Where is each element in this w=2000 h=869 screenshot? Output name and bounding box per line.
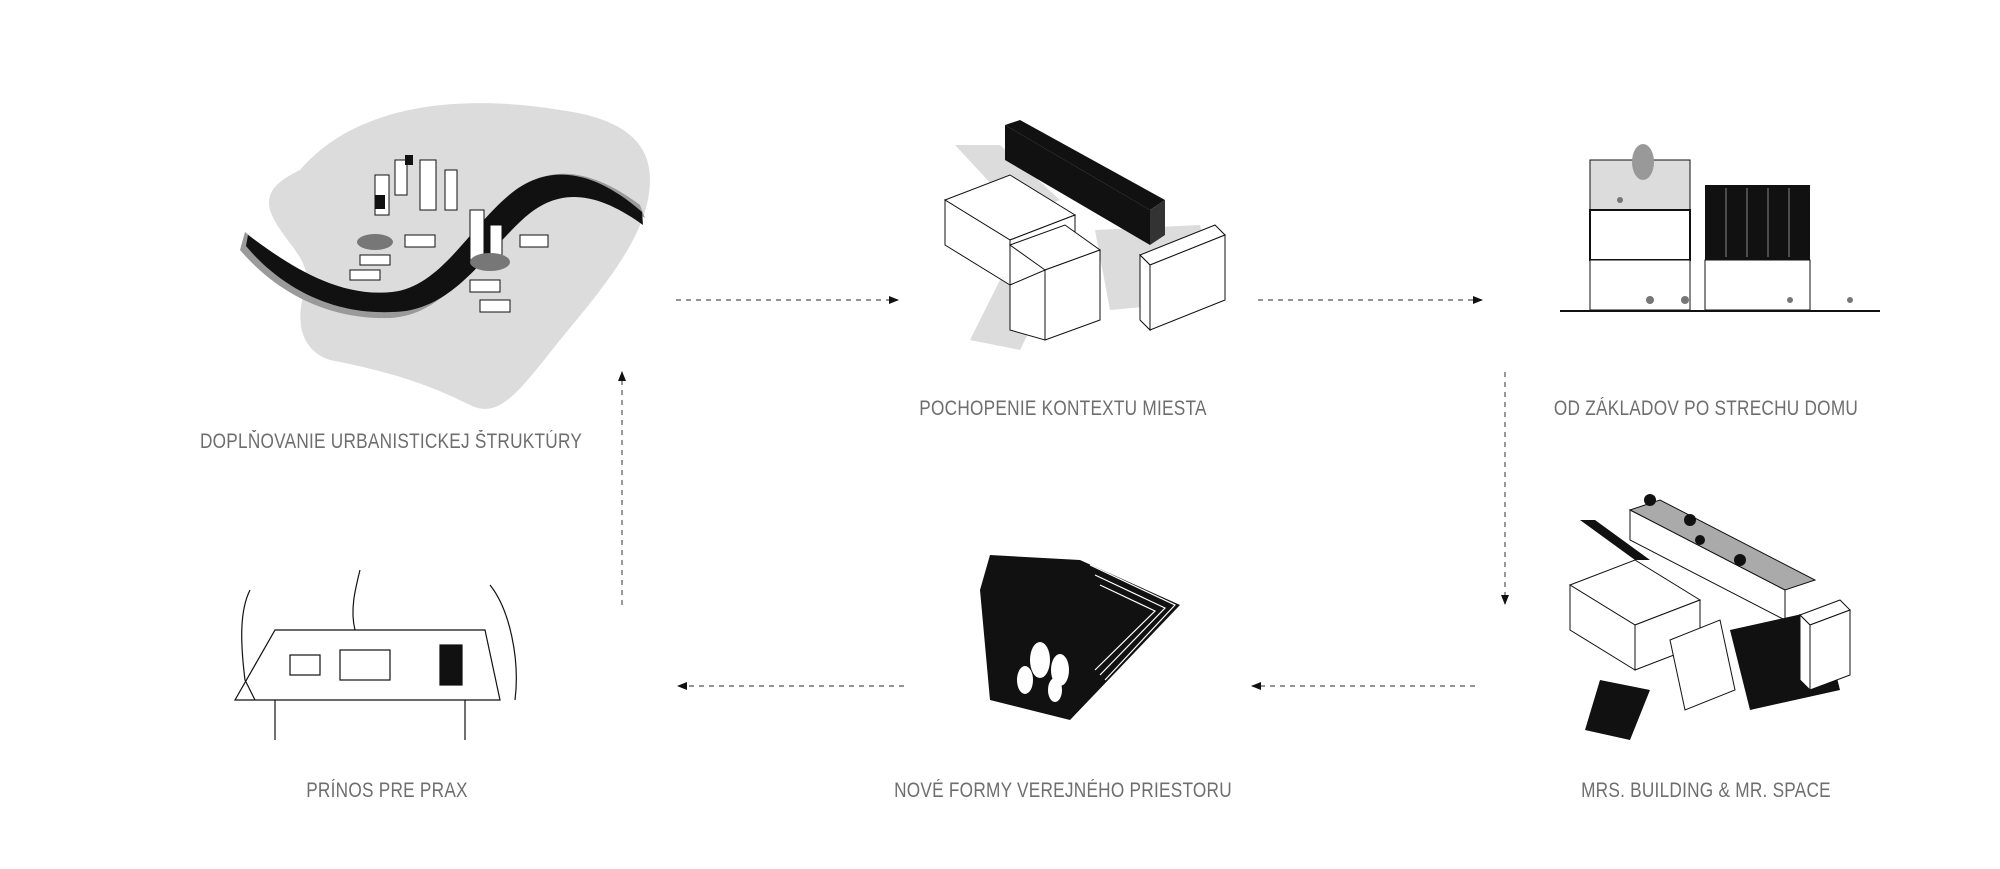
caption-public: NOVÉ FORMY VEREJNÉHO PRIESTORU bbox=[894, 779, 1232, 802]
building-space-illustration bbox=[1568, 494, 1851, 740]
caption-section: OD ZÁKLADOV PO STRECHU DOMU bbox=[1553, 397, 1859, 420]
urban-structure-illustration bbox=[240, 103, 650, 409]
site-context-illustration bbox=[943, 120, 1226, 350]
caption-context: POCHOPENIE KONTEXTU MIESTA bbox=[919, 397, 1207, 420]
building-section-illustration bbox=[1560, 144, 1880, 312]
caption-urban: DOPLŇOVANIE URBANISTICKEJ ŠTRUKTÚRY bbox=[199, 430, 583, 453]
caption-practice: PRÍNOS PRE PRAX bbox=[306, 779, 468, 802]
flow-arrows bbox=[618, 296, 1509, 690]
caption-building: MRS. BUILDING & MR. SPACE bbox=[1581, 779, 1831, 802]
public-space-illustration bbox=[980, 555, 1180, 720]
practice-workshop-illustration bbox=[233, 569, 517, 740]
